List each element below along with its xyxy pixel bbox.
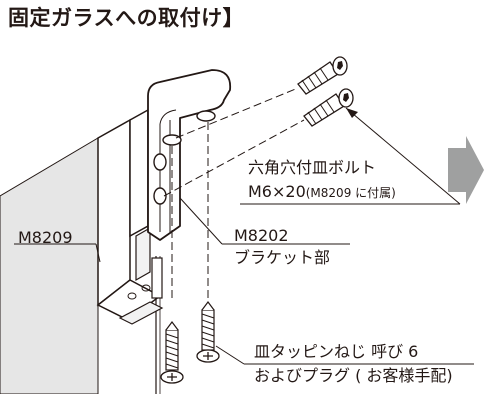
bolt-size-text: M6×20	[248, 182, 306, 201]
tapping-screw-right	[196, 301, 220, 363]
m8209-body	[96, 108, 164, 325]
assembly-guides	[163, 87, 305, 300]
m8202-label: M8202	[234, 226, 289, 245]
screw-label-line1: 皿タッピンねじ 呼び 6	[254, 342, 419, 361]
diagram-title: 固定ガラスへの取付け】	[8, 6, 245, 30]
bolt-label-line2: M6×20(M8209 に付属)	[248, 184, 396, 200]
glass-pane	[0, 137, 99, 394]
screw-label-line2: およびプラグ ( お客様手配)	[254, 366, 453, 385]
bolt-included-note: (M8209 に付属)	[305, 186, 396, 200]
right-arrow-icon	[448, 136, 484, 204]
bracket-part-label: ブラケット部	[234, 248, 331, 267]
m8202-bracket	[147, 69, 232, 241]
bolt-label-line1: 六角穴付皿ボルト	[248, 158, 377, 177]
bolt-lower	[303, 88, 354, 127]
tapping-screw-left	[160, 321, 184, 384]
bolt-upper	[297, 56, 348, 95]
m8209-label: M8209	[18, 228, 73, 247]
leader-lines	[14, 107, 474, 365]
bolt-leader-arrowhead	[346, 108, 358, 118]
